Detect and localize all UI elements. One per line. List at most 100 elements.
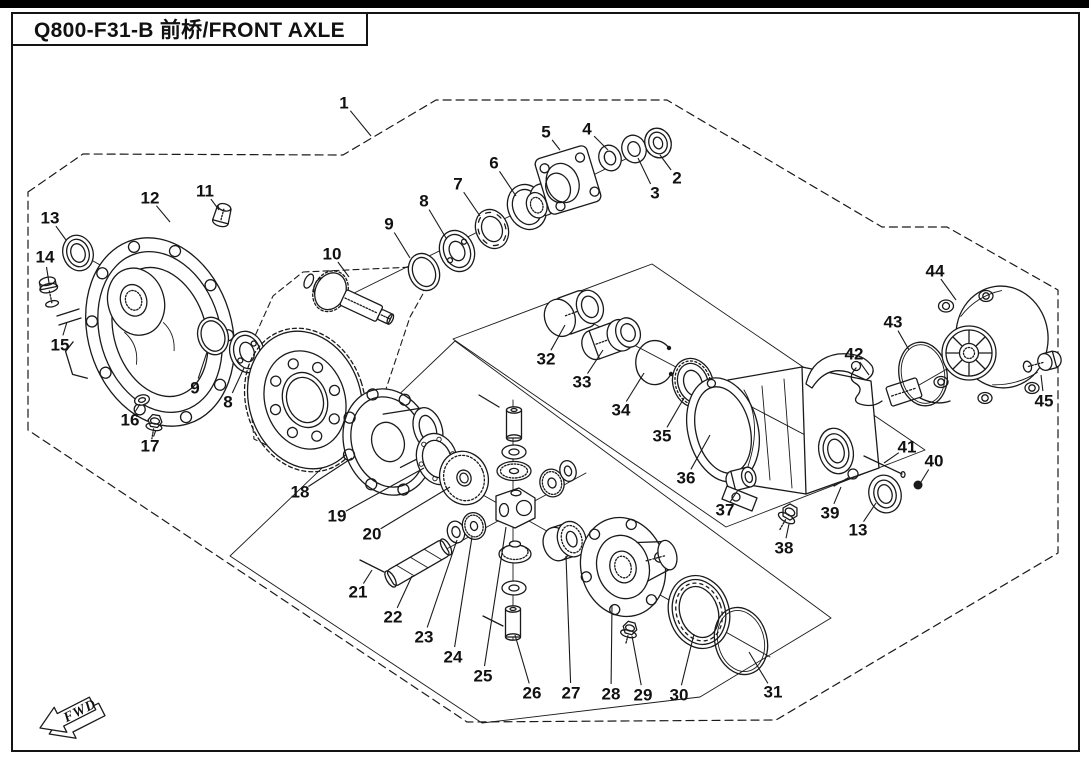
- part-11-breather: [211, 202, 232, 228]
- part-27-splined-drum: [542, 520, 587, 562]
- callout-11: 11: [196, 181, 214, 201]
- callout-30: 30: [669, 685, 689, 705]
- part-9-shim-left: [196, 316, 230, 356]
- callout-28: 28: [601, 684, 621, 704]
- leader-lines: [45, 110, 1044, 686]
- callout-13: 13: [40, 208, 60, 228]
- callout-6: 6: [489, 153, 499, 173]
- callout-26: 26: [522, 683, 542, 703]
- callout-24: 24: [443, 647, 463, 667]
- part-37-bracket: [721, 466, 758, 512]
- part-32-needle-bearing: [543, 289, 605, 338]
- fwd-direction-arrow: FWD: [39, 696, 106, 739]
- callout-15: 15: [50, 335, 70, 355]
- diff-bevel-gear-bottom: [498, 540, 532, 564]
- callout-18: 18: [290, 482, 310, 502]
- callout-43: 43: [883, 312, 903, 332]
- callout-4: 4: [582, 119, 592, 139]
- part-13-seal-right: [868, 474, 902, 514]
- part-45-bolt: [1022, 350, 1062, 373]
- callout-22: 22: [383, 607, 403, 627]
- part-10-pinion-gear: [303, 270, 395, 325]
- part-39-stud: [833, 477, 849, 487]
- part-20-side-gear: [438, 450, 490, 506]
- diff-side-gear-right: [539, 468, 565, 498]
- callout-42: 42: [844, 344, 864, 364]
- callout-38: 38: [774, 538, 794, 558]
- part-44-actuator-cover: [933, 285, 1049, 405]
- part-5-flange-yoke: [525, 145, 602, 219]
- callout-17: 17: [140, 436, 160, 456]
- callout-13: 13: [848, 520, 868, 540]
- diff-spider-block: [495, 487, 536, 529]
- callout-2: 2: [672, 168, 682, 188]
- part-22-pinion-shaft: [384, 538, 453, 588]
- callout-14: 14: [35, 247, 55, 267]
- part-26-pin-sleeve-bottom: [504, 605, 522, 641]
- callout-21: 21: [348, 582, 368, 602]
- part-38-bolt: [777, 503, 798, 531]
- part-4-washer: [598, 144, 622, 172]
- part-14-plug-spring: [38, 276, 60, 308]
- part-10-ring-gear: [243, 327, 367, 473]
- callout-29: 29: [633, 685, 653, 705]
- part-7-spanner-nut: [474, 208, 510, 250]
- part-34-circlip: [635, 339, 674, 386]
- callout-34: 34: [611, 400, 631, 420]
- diff-top-pin: [478, 394, 500, 408]
- callout-36: 36: [676, 468, 696, 488]
- part-40-plug: [913, 480, 923, 490]
- callout-8: 8: [419, 191, 429, 211]
- top-black-bar: [0, 0, 1089, 8]
- part-17-drain-bolt: [145, 413, 163, 440]
- callout-25: 25: [473, 666, 493, 686]
- callout-39: 39: [820, 503, 840, 523]
- callout-7: 7: [453, 174, 463, 194]
- part-12-housing-cover: [64, 237, 236, 427]
- part-24-spider-gear: [461, 511, 487, 541]
- callout-10: 10: [322, 244, 342, 264]
- callout-16: 16: [120, 410, 140, 430]
- group-outline-upper: [452, 263, 926, 528]
- part-43-o-ring: [898, 341, 948, 407]
- callout-1: 1: [339, 93, 349, 113]
- callout-27: 27: [561, 683, 581, 703]
- callout-33: 33: [572, 372, 592, 392]
- callout-12: 12: [140, 188, 160, 208]
- callout-23: 23: [414, 627, 434, 647]
- callout-5: 5: [541, 122, 551, 142]
- part-13-seal-left: [62, 234, 94, 272]
- title-block: Q800-F31-B 前桥/FRONT AXLE: [11, 12, 368, 46]
- part-16-washer: [133, 394, 151, 406]
- callout-9: 9: [190, 378, 200, 398]
- callout-20: 20: [362, 524, 382, 544]
- part-9-shim-top: [407, 252, 441, 292]
- callout-44: 44: [925, 261, 945, 281]
- part-36-gear-case: [686, 353, 880, 495]
- part-15-clip: [56, 308, 82, 326]
- diagram-title: Q800-F31-B 前桥/FRONT AXLE: [34, 19, 345, 42]
- part-41-pin: [863, 455, 906, 478]
- drawing-frame: [11, 12, 1080, 752]
- callout-9: 9: [384, 214, 394, 234]
- callout-40: 40: [924, 451, 944, 471]
- callout-45: 45: [1034, 391, 1054, 411]
- part-31-o-ring: [713, 606, 769, 676]
- part-28-wheel-hub: [579, 516, 678, 618]
- callout-31: 31: [763, 682, 783, 702]
- callout-3: 3: [650, 183, 660, 203]
- callout-32: 32: [536, 349, 556, 369]
- callout-41: 41: [897, 437, 917, 457]
- diff-crown-gear-top: [496, 460, 532, 482]
- diff-washer-bottom: [501, 580, 527, 596]
- part-2-lock-nut: [644, 127, 672, 159]
- callout-35: 35: [652, 426, 672, 446]
- diff-washer-right: [559, 459, 577, 483]
- callout-8: 8: [223, 392, 233, 412]
- part-25-pin-sleeve-top: [505, 406, 523, 442]
- part-29-hub-bolt: [620, 620, 638, 646]
- callout-19: 19: [327, 506, 347, 526]
- part-33-splined-coupler: [581, 317, 642, 361]
